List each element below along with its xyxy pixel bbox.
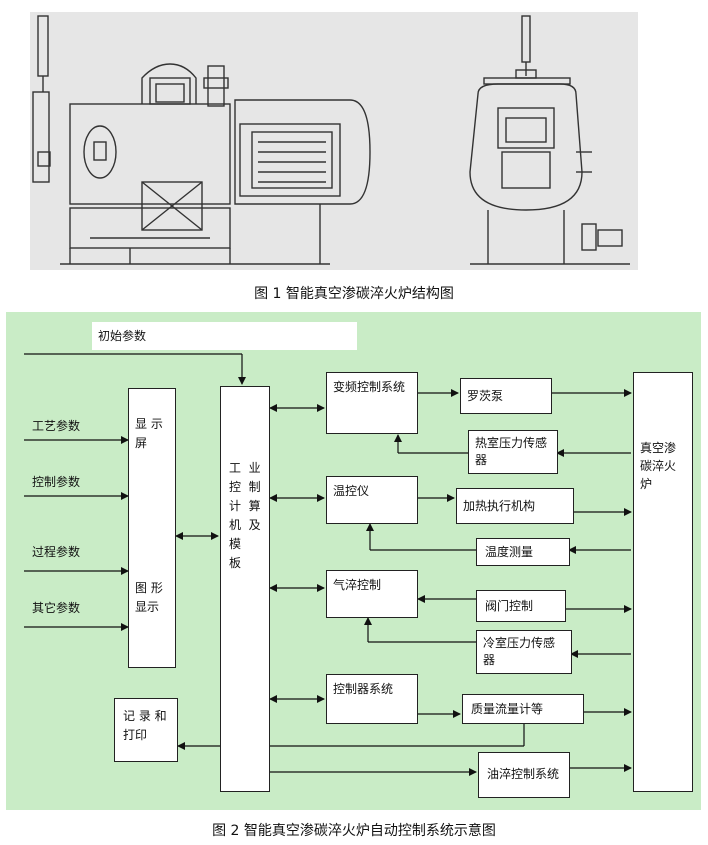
oil-quench-box: 油淬控制系统 bbox=[478, 752, 570, 798]
heater-actuator-box: 加热执行机构 bbox=[456, 488, 574, 524]
controller-system-box: 控制器系统 bbox=[326, 674, 418, 724]
cold-pressure-sensor-label: 冷室压力传感 器 bbox=[483, 636, 556, 667]
temp-controller-label: 温控仪 bbox=[333, 484, 370, 498]
process-params-label: 工艺参数 bbox=[32, 419, 81, 433]
run-params-label: 过程参数 bbox=[32, 545, 81, 559]
vacuum-furnace-box: 真空渗 碳淬火 炉 bbox=[633, 372, 693, 792]
vacuum-furnace-label: 真空渗 碳淬火 炉 bbox=[640, 441, 677, 491]
control-system-diagram: 初始参数 工艺参数 控制参数 过程参数 其它参数 显 示 屏 图 形 显示 工 … bbox=[6, 312, 701, 810]
hot-pressure-sensor-box: 热室压力传感 器 bbox=[468, 430, 558, 474]
valve-control-label: 阀门控制 bbox=[485, 599, 534, 613]
temp-measure-label: 温度测量 bbox=[485, 545, 534, 559]
furnace-structure-svg bbox=[32, 15, 630, 265]
oil-quench-label: 油淬控制系统 bbox=[487, 767, 560, 781]
gas-quench-label: 气淬控制 bbox=[333, 578, 382, 592]
industrial-computer-box: 工 业 控 制 计 算 机 及 模 板 bbox=[220, 386, 270, 792]
vfd-control-label: 变频控制系统 bbox=[333, 380, 406, 394]
hot-pressure-sensor-label: 热室压力传感 器 bbox=[475, 436, 548, 467]
initial-params-label: 初始参数 bbox=[98, 329, 147, 343]
cold-pressure-sensor-box: 冷室压力传感 器 bbox=[476, 630, 572, 674]
control-params-label: 控制参数 bbox=[32, 475, 81, 489]
temp-controller-box: 温控仪 bbox=[326, 476, 418, 524]
vfd-control-box: 变频控制系统 bbox=[326, 372, 418, 434]
graphic-display-label: 图 形 显示 bbox=[135, 581, 163, 614]
valve-control-box: 阀门控制 bbox=[476, 590, 566, 622]
heater-actuator-label: 加热执行机构 bbox=[463, 499, 536, 513]
record-print-label: 记 录 和 打印 bbox=[123, 709, 167, 742]
display-screen-box: 显 示 屏 图 形 显示 bbox=[128, 388, 176, 668]
roots-pump-label: 罗茨泵 bbox=[467, 389, 504, 403]
furnace-structure-drawing bbox=[30, 12, 638, 270]
temp-measure-box: 温度测量 bbox=[476, 538, 570, 566]
display-screen-label: 显 示 屏 bbox=[135, 417, 163, 450]
mass-flow-box: 质量流量计等 bbox=[462, 694, 584, 724]
diagram-connectors bbox=[24, 353, 632, 776]
industrial-computer-label: 工 业 控 制 计 算 机 及 模 板 bbox=[229, 461, 261, 570]
controller-system-label: 控制器系统 bbox=[333, 682, 394, 696]
record-print-box: 记 录 和 打印 bbox=[114, 698, 178, 762]
other-params-label: 其它参数 bbox=[32, 601, 81, 615]
roots-pump-box: 罗茨泵 bbox=[460, 378, 552, 414]
initial-params-box: 初始参数 bbox=[92, 322, 357, 350]
gas-quench-box: 气淬控制 bbox=[326, 570, 418, 618]
figure-1-caption: 图 1 智能真空渗碳淬火炉结构图 bbox=[254, 286, 454, 302]
mass-flow-label: 质量流量计等 bbox=[471, 702, 544, 716]
figure-2-caption: 图 2 智能真空渗碳淬火炉自动控制系统示意图 bbox=[212, 823, 496, 839]
